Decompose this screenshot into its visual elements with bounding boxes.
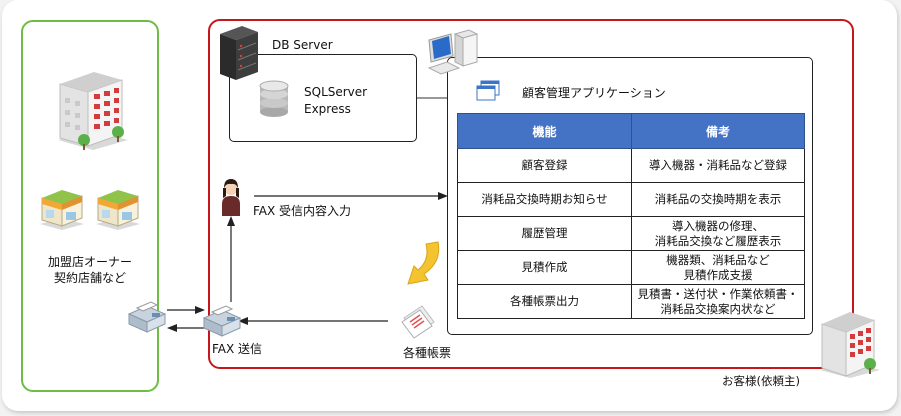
cell-function: 各種帳票出力 [457, 284, 632, 319]
cell-note-line1: 導入機器・消耗品など登録 [649, 158, 787, 172]
cell-note: 見積書・送付状・作業依頼書・消耗品交換案内状など [631, 284, 805, 319]
arrow-documents-to-fax [238, 317, 388, 325]
cell-note: 導入機器の修理、消耗品交換など履歴表示 [631, 216, 805, 251]
arrow-to-application [254, 192, 448, 200]
cell-note-line1: 見積書・送付状・作業依頼書・ [637, 286, 799, 301]
shop-icon [40, 190, 84, 230]
db-engine-line1: SQLServer [304, 85, 368, 99]
server-rack-icon [220, 26, 258, 80]
client-frame [208, 19, 854, 369]
cell-note: 消耗品の交換時期を表示 [631, 182, 805, 217]
franchise-frame [21, 20, 159, 392]
curved-arrow-icon [407, 241, 440, 285]
fax-machine-icon [127, 301, 167, 333]
office-building-icon [58, 72, 128, 150]
table-row: 履歴管理 導入機器の修理、消耗品交換など履歴表示 [457, 216, 805, 251]
cell-function: 消耗品交換時期お知らせ [457, 182, 632, 217]
client-building-icon [820, 312, 880, 378]
cell-note: 機器類、消耗品など見積作成支援 [631, 250, 805, 285]
documents-label: 各種帳票 [403, 346, 452, 360]
shop-icon [96, 190, 140, 230]
cell-note-line1: 機器類、消耗品など [666, 252, 770, 267]
fax-input-label: FAX 受信内容入力 [253, 204, 352, 218]
cell-note-line2: 消耗品交換など履歴表示 [654, 233, 782, 248]
workstation-icon [427, 29, 479, 75]
database-icon [259, 80, 289, 117]
cell-function: 見積作成 [457, 250, 632, 285]
franchise-label-line1: 加盟店オーナー [47, 255, 132, 269]
cell-note-line1: 導入機器の修理、 [672, 218, 764, 233]
fax-machine-icon [202, 305, 242, 337]
operator-person-icon [222, 179, 240, 216]
franchise-label-line2: 契約店舗など [53, 271, 126, 285]
cell-function: 顧客登録 [457, 148, 632, 183]
application-window-icon [476, 80, 500, 101]
table-row: 顧客登録 導入機器・消耗品など登録 [457, 148, 805, 183]
table-row: 見積作成 機器類、消耗品など見積作成支援 [457, 250, 805, 285]
client-label: お客様(依頼主) [722, 374, 800, 388]
cell-note-line2: 消耗品交換案内状など [660, 301, 776, 316]
arrow-up-to-operator [227, 216, 235, 302]
db-app-connector [417, 97, 447, 99]
cell-note: 導入機器・消耗品など登録 [631, 148, 805, 183]
db-engine-line2: Express [304, 102, 351, 116]
table-header-row: 機能 備考 [457, 113, 805, 149]
application-title: 顧客管理アプリケーション [522, 86, 666, 100]
function-table: 機能 備考 顧客登録 導入機器・消耗品など登録 消耗品交換時期お知らせ 消耗品の… [457, 113, 805, 319]
documents-icon [401, 305, 435, 339]
arrow-fax-exchange [167, 306, 205, 332]
fax-send-label: FAX 送信 [212, 342, 263, 356]
header-note: 備考 [631, 113, 805, 149]
table-row: 各種帳票出力 見積書・送付状・作業依頼書・消耗品交換案内状など [457, 284, 805, 319]
cell-note-line1: 消耗品の交換時期を表示 [654, 192, 782, 206]
cell-function: 履歴管理 [457, 216, 632, 251]
table-row: 消耗品交換時期お知らせ 消耗品の交換時期を表示 [457, 182, 805, 217]
cell-note-line2: 見積作成支援 [683, 267, 753, 282]
db-server-title: DB Server [272, 38, 333, 52]
header-function: 機能 [457, 113, 632, 149]
